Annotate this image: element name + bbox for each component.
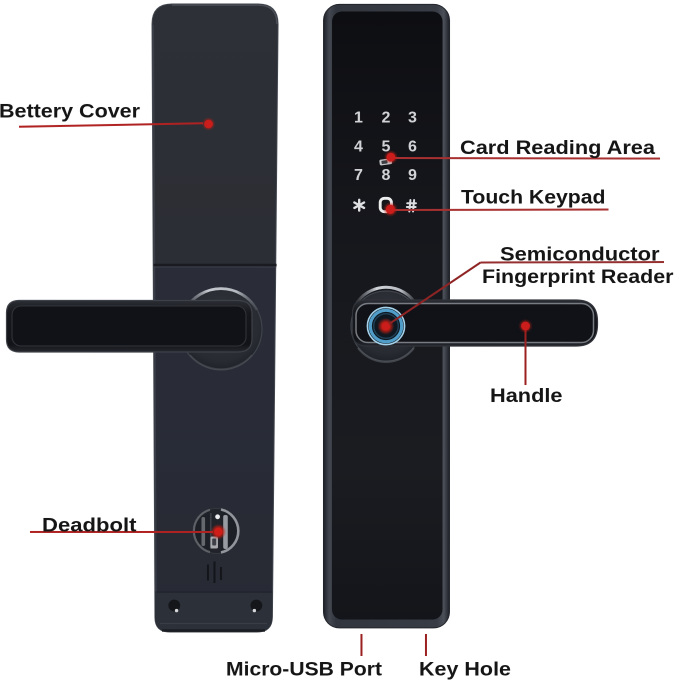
svg-text:9: 9	[408, 167, 417, 184]
svg-text:6: 6	[408, 139, 417, 156]
svg-text:Card Reading Area: Card Reading Area	[460, 137, 655, 159]
svg-text:Deadbolt: Deadbolt	[42, 514, 137, 536]
svg-text:3: 3	[408, 110, 417, 127]
svg-text:Bettery Cover: Bettery Cover	[0, 100, 140, 122]
svg-text:2: 2	[382, 110, 391, 127]
svg-text:Touch Keypad: Touch Keypad	[461, 187, 606, 209]
svg-text:4: 4	[354, 139, 363, 156]
svg-text:Micro-USB Port: Micro-USB Port	[226, 658, 383, 680]
svg-text:Semiconductor: Semiconductor	[500, 244, 660, 266]
svg-text:5: 5	[382, 139, 391, 156]
svg-text:Fingerprint Reader: Fingerprint Reader	[482, 266, 674, 288]
svg-text:1: 1	[354, 110, 363, 127]
svg-text:7: 7	[354, 167, 363, 184]
svg-text:8: 8	[382, 167, 391, 184]
svg-text:Handle: Handle	[490, 385, 563, 407]
svg-text:Key Hole: Key Hole	[419, 659, 511, 681]
